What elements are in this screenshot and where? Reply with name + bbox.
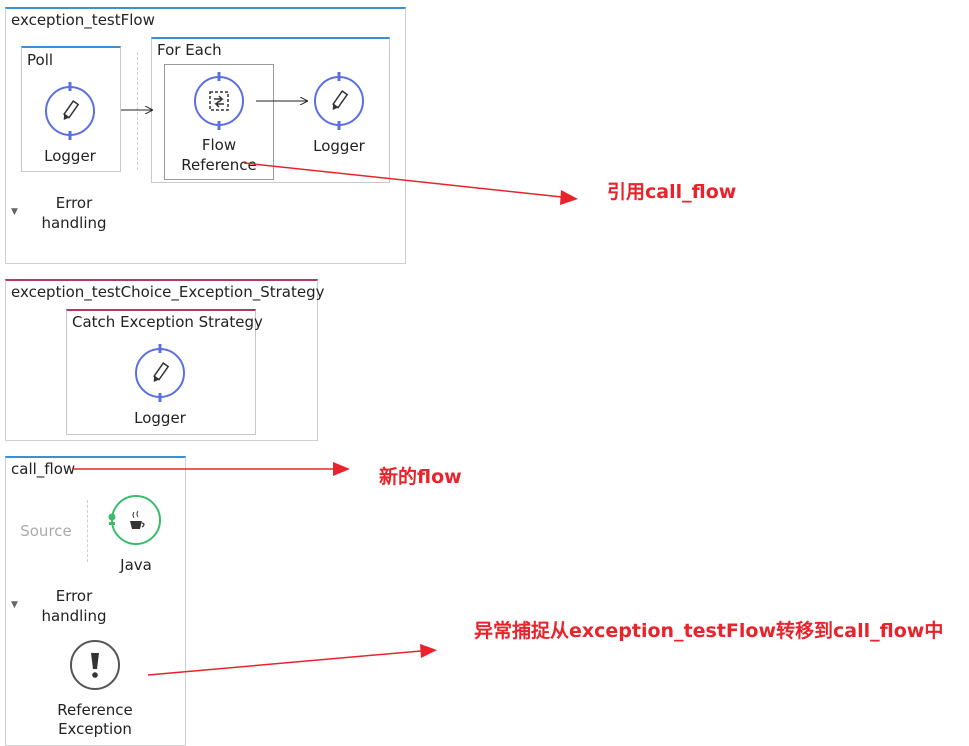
red-arrow-ref-call-flow [243, 162, 578, 205]
reference-exception-label-1: Reference [57, 701, 133, 719]
collapse-triangle-icon[interactable]: ▼ [11, 207, 18, 217]
error-handling-label-2: handling [41, 214, 107, 232]
red-arrow-exception-move [147, 644, 437, 676]
exception-testflow-title: exception_testFlow [11, 11, 155, 29]
annotation-exception-move: 异常捕捉从exception_testFlow转移到call_flow中 [474, 620, 944, 642]
java-label: Java [120, 556, 152, 574]
annotation-new-flow: 新的flow [379, 466, 462, 488]
annotation-ref-call-flow: 引用call_flow [607, 181, 737, 203]
flow-reference-label-2: Reference [181, 156, 257, 174]
call-flow-source-separator [87, 500, 88, 562]
flow-reference-selection[interactable] [164, 64, 274, 180]
catch-logger-label: Logger [134, 409, 186, 427]
source-separator [137, 52, 138, 170]
exclamation-icon[interactable] [70, 640, 120, 690]
call-flow-error-label-2: handling [41, 607, 107, 625]
poll-logger-label: Logger [44, 147, 96, 165]
poll-title: Poll [27, 51, 54, 69]
pencil-icon[interactable] [314, 72, 364, 130]
pencil-icon[interactable] [135, 344, 185, 402]
red-arrow-new-flow [72, 462, 350, 476]
foreach-logger-label: Logger [313, 137, 365, 155]
source-placeholder: Source [20, 522, 72, 540]
foreach-title: For Each [157, 41, 222, 59]
call-flow-container[interactable] [5, 456, 186, 746]
flow-reference-icon[interactable] [194, 72, 244, 130]
flow-reference-label-1: Flow [201, 136, 237, 154]
pencil-icon[interactable] [45, 82, 95, 140]
coffee-cup-icon[interactable] [108, 495, 161, 545]
catch-exception-title: Catch Exception Strategy [72, 313, 263, 331]
poll-scope[interactable] [21, 46, 121, 172]
call-flow-error-label-1: Error [55, 587, 93, 605]
choice-strategy-title: exception_testChoice_Exception_Strategy [11, 283, 325, 301]
error-handling-label-1: Error [55, 194, 93, 212]
call-flow-title: call_flow [11, 460, 76, 478]
collapse-triangle-icon[interactable]: ▼ [11, 600, 18, 610]
